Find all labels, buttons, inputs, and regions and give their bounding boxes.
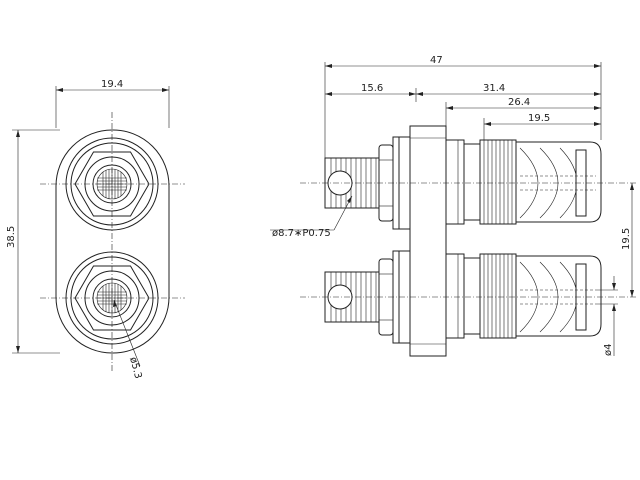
pin-dimension: ø4 — [596, 276, 618, 356]
pitch-dimension: 19.5 — [621, 183, 634, 297]
side-flange — [409, 125, 447, 357]
thread-spec-leader: ø8.7∗P0.75 — [270, 195, 353, 239]
bottom-cap — [515, 255, 602, 337]
tip-length-dimension: 19.5 — [483, 113, 601, 140]
bottom-sleeve — [445, 253, 465, 339]
top-sleeve — [445, 139, 465, 225]
overall-length-label: 47 — [430, 55, 443, 66]
overall-length-dimension: 47 — [324, 55, 602, 158]
front-plate-outline — [55, 129, 170, 354]
front-height-label: 38.5 — [6, 226, 17, 248]
side-centerlines — [300, 182, 638, 298]
front-hole-label: ø5.3 — [127, 356, 143, 380]
thread-length-label: 15.6 — [361, 83, 383, 94]
tip-length-label: 19.5 — [528, 113, 550, 124]
pitch-label: 19.5 — [621, 228, 632, 250]
front-width-dimension: 19.4 — [55, 79, 170, 128]
side-view: 47 15.6 31.4 26.4 19.5 — [270, 55, 638, 357]
top-knurl — [479, 139, 517, 225]
front-width-label: 19.4 — [101, 79, 123, 90]
segment-dimensions: 15.6 31.4 — [325, 83, 601, 102]
bottom-knurl — [479, 253, 517, 339]
pin-label: ø4 — [603, 344, 614, 356]
thread-spec-label: ø8.7∗P0.75 — [272, 228, 331, 239]
front-view: 19.4 38.5 ø5.3 — [6, 79, 185, 380]
top-cap — [515, 141, 602, 223]
cap-length-dimension: 26.4 — [445, 97, 601, 126]
front-centerlines — [40, 112, 185, 372]
body-length-label: 31.4 — [483, 83, 505, 94]
front-height-dimension: 38.5 — [6, 129, 60, 354]
cap-length-label: 26.4 — [508, 97, 530, 108]
